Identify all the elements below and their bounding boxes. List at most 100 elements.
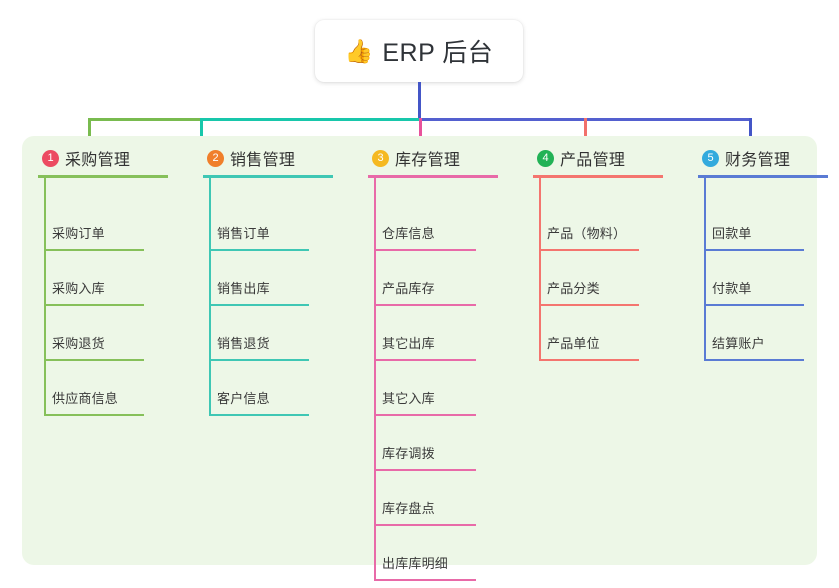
branch-badge-finance-management: 5 [702, 149, 719, 167]
list-item[interactable]: 其它入库 [372, 361, 517, 416]
leaf-underline [44, 414, 144, 416]
leaf-label: 其它出库 [382, 336, 435, 351]
leaf-label: 结算账户 [712, 336, 765, 351]
branch-spine-purchase-management [44, 178, 46, 414]
leaf-list-inventory-management: 仓库信息产品库存其它出库其它入库库存调拨库存盘点出库库明细 [372, 196, 517, 581]
list-item[interactable]: 库存调拨 [372, 416, 517, 471]
diagram-panel [22, 136, 817, 565]
branch-title-sales-management: 销售管理 [230, 152, 296, 169]
list-item[interactable]: 产品分类 [537, 251, 682, 306]
branch-title-finance-management: 财务管理 [725, 152, 791, 169]
branch-badge-product-management: 4 [537, 149, 554, 167]
leaf-label: 出库库明细 [382, 556, 449, 571]
branch-spine-product-management [539, 178, 541, 359]
leaf-label: 供应商信息 [52, 391, 119, 406]
leaf-label: 产品单位 [547, 336, 600, 351]
leaf-label: 库存调拨 [382, 446, 435, 461]
list-item[interactable]: 采购入库 [42, 251, 187, 306]
branch-underline-inventory-management [368, 175, 498, 178]
leaf-underline [704, 304, 804, 306]
leaf-label: 采购退货 [52, 336, 105, 351]
leaf-underline [44, 304, 144, 306]
branch-underline-sales-management [203, 175, 333, 178]
segment-green [88, 118, 200, 121]
leaf-underline [704, 249, 804, 251]
branch-column-finance-management: 5 财务管理回款单付款单结算账户 [682, 136, 839, 565]
list-item[interactable]: 销售退货 [207, 306, 352, 361]
leaf-underline [374, 414, 476, 416]
list-item[interactable]: 回款单 [702, 196, 839, 251]
list-item[interactable]: 出库库明细 [372, 526, 517, 581]
leaf-list-purchase-management: 采购订单采购入库采购退货供应商信息 [42, 196, 187, 416]
leaf-label: 采购入库 [52, 281, 105, 296]
leaf-underline [209, 304, 309, 306]
leaf-underline [539, 359, 639, 361]
branch-badge-inventory-management: 3 [372, 149, 389, 167]
branch-column-inventory-management: 3 库存管理仓库信息产品库存其它出库其它入库库存调拨库存盘点出库库明细 [352, 136, 517, 581]
branch-header-purchase-management[interactable]: 1 采购管理 [42, 136, 187, 178]
leaf-label: 销售出库 [217, 281, 270, 296]
leaf-label: 付款单 [712, 281, 752, 296]
branch-column-sales-management: 2 销售管理销售订单销售出库销售退货客户信息 [187, 136, 352, 565]
leaf-underline [374, 304, 476, 306]
branch-title-purchase-management: 采购管理 [65, 152, 131, 169]
leaf-list-product-management: 产品（物料） 产品分类产品单位 [537, 196, 682, 361]
leaf-label: 库存盘点 [382, 501, 435, 516]
leaf-underline [374, 469, 476, 471]
branch-spine-finance-management [704, 178, 706, 359]
leaf-underline [44, 359, 144, 361]
list-item[interactable]: 产品（物料） [537, 196, 682, 251]
leaf-underline [374, 524, 476, 526]
leaf-underline [209, 249, 309, 251]
branch-spine-inventory-management [374, 178, 376, 579]
leaf-label: 仓库信息 [382, 226, 435, 241]
list-item[interactable]: 产品库存 [372, 251, 517, 306]
branch-column-purchase-management: 1 采购管理采购订单采购入库采购退货供应商信息 [22, 136, 187, 565]
list-item[interactable]: 库存盘点 [372, 471, 517, 526]
leaf-label: 销售订单 [217, 226, 270, 241]
thumbs-up-icon: 👍 [344, 37, 374, 64]
leaf-underline [374, 249, 476, 251]
leaf-label: 产品库存 [382, 281, 435, 296]
leaf-underline [704, 359, 804, 361]
list-item[interactable]: 采购退货 [42, 306, 187, 361]
branch-header-finance-management[interactable]: 5 财务管理 [702, 136, 839, 178]
list-item[interactable]: 客户信息 [207, 361, 352, 416]
list-item[interactable]: 其它出库 [372, 306, 517, 361]
list-item[interactable]: 付款单 [702, 251, 839, 306]
leaf-list-finance-management: 回款单付款单结算账户 [702, 196, 839, 361]
leaf-underline [209, 359, 309, 361]
leaf-underline [374, 359, 476, 361]
branch-badge-purchase-management: 1 [42, 149, 59, 167]
leaf-underline [539, 249, 639, 251]
segment-teal [200, 118, 419, 121]
branch-underline-finance-management [698, 175, 828, 178]
leaf-underline [209, 414, 309, 416]
list-item[interactable]: 销售出库 [207, 251, 352, 306]
branch-badge-sales-management: 2 [207, 149, 224, 167]
list-item[interactable]: 仓库信息 [372, 196, 517, 251]
branch-header-inventory-management[interactable]: 3 库存管理 [372, 136, 517, 178]
leaf-label: 客户信息 [217, 391, 270, 406]
list-item[interactable]: 结算账户 [702, 306, 839, 361]
root-stem-line [418, 82, 421, 120]
list-item[interactable]: 供应商信息 [42, 361, 187, 416]
branch-underline-purchase-management [38, 175, 168, 178]
leaf-label: 回款单 [712, 226, 752, 241]
root-node-card[interactable]: 👍 ERP 后台 [315, 20, 523, 82]
leaf-label: 采购订单 [52, 226, 105, 241]
leaf-list-sales-management: 销售订单销售出库销售退货客户信息 [207, 196, 352, 416]
leaf-label: 产品（物料） [547, 226, 627, 241]
leaf-label: 产品分类 [547, 281, 600, 296]
leaf-underline [44, 249, 144, 251]
leaf-label: 销售退货 [217, 336, 270, 351]
branch-header-sales-management[interactable]: 2 销售管理 [207, 136, 352, 178]
branch-columns: 1 采购管理采购订单采购入库采购退货供应商信息 2 销售管理销售订单销售出库销售退货客… [22, 136, 828, 581]
branch-underline-product-management [533, 175, 663, 178]
list-item[interactable]: 产品单位 [537, 306, 682, 361]
list-item[interactable]: 采购订单 [42, 196, 187, 251]
list-item[interactable]: 销售订单 [207, 196, 352, 251]
branch-title-inventory-management: 库存管理 [395, 152, 461, 169]
